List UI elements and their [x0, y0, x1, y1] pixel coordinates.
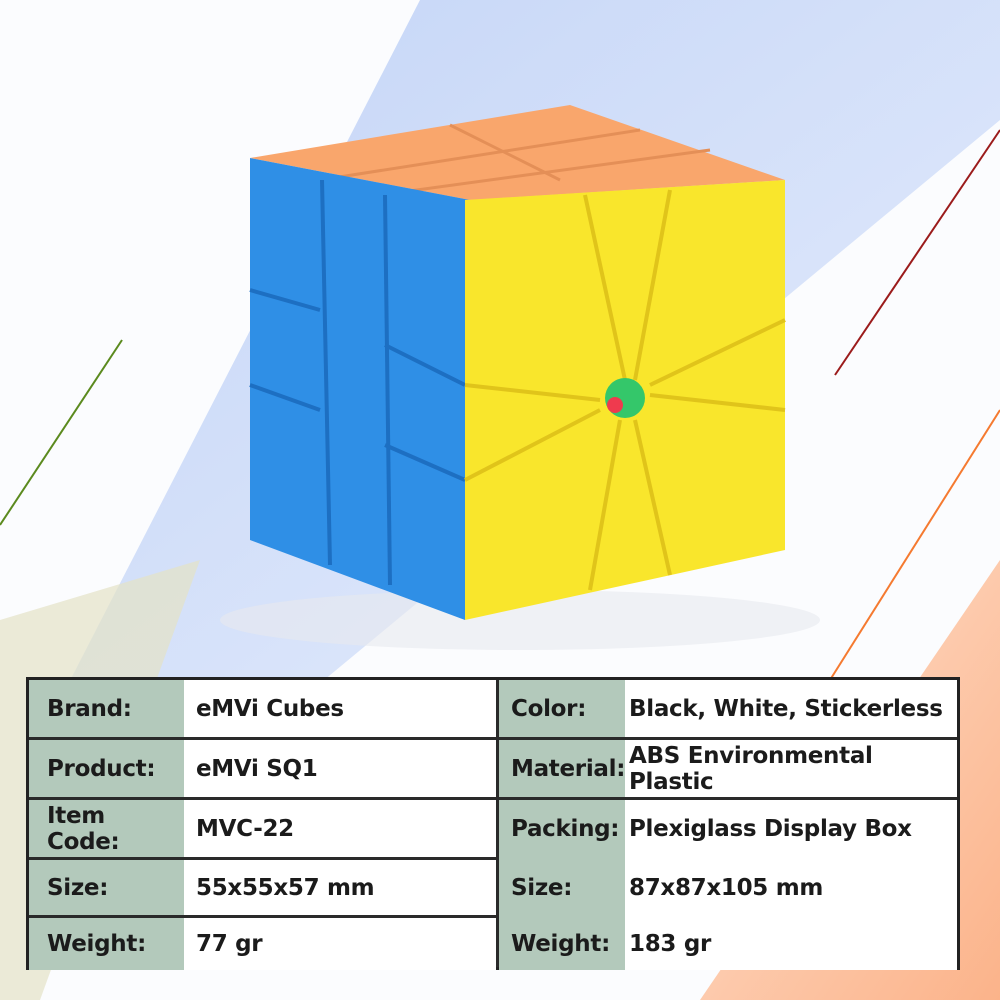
- cube-left-face: [250, 158, 470, 620]
- table-divider: [496, 680, 499, 967]
- spec-label-weight: Weight:: [29, 918, 184, 970]
- spec-value-product: eMVi SQ1: [184, 740, 496, 797]
- spec-value-box-weight: 183 gr: [625, 918, 957, 970]
- spec-value-color: Black, White, Stickerless: [625, 680, 957, 737]
- spec-label-size: Size:: [29, 860, 184, 915]
- spec-value-item-code: MVC-22: [184, 800, 496, 857]
- spec-label-color: Color:: [499, 680, 625, 737]
- spec-value-material: ABS Environmental Plastic: [625, 740, 957, 797]
- spec-value-brand: eMVi Cubes: [184, 680, 496, 737]
- row-divider: [29, 797, 496, 800]
- spec-label-material: Material:: [499, 740, 625, 797]
- cube-top-face: [250, 105, 785, 200]
- cube-center-core: [605, 378, 645, 418]
- row-divider: [29, 737, 496, 740]
- spec-label-box-size: Size:: [499, 857, 625, 918]
- spec-table: Brand: eMVi Cubes Product: eMVi SQ1 Item…: [26, 677, 960, 970]
- spec-value-packing: Plexiglass Display Box: [625, 800, 957, 857]
- spec-label-packing: Packing:: [499, 800, 625, 857]
- row-divider: [29, 915, 496, 918]
- spec-value-box-size: 87x87x105 mm: [625, 857, 957, 918]
- spec-value-size: 55x55x57 mm: [184, 860, 496, 915]
- spec-value-weight: 77 gr: [184, 918, 496, 970]
- row-divider: [499, 737, 957, 740]
- spec-label-box-weight: Weight:: [499, 918, 625, 970]
- spec-label-product: Product:: [29, 740, 184, 797]
- spec-label-item-code: Item Code:: [29, 800, 184, 857]
- row-divider: [499, 797, 957, 800]
- spec-label-brand: Brand:: [29, 680, 184, 737]
- row-divider: [29, 857, 496, 860]
